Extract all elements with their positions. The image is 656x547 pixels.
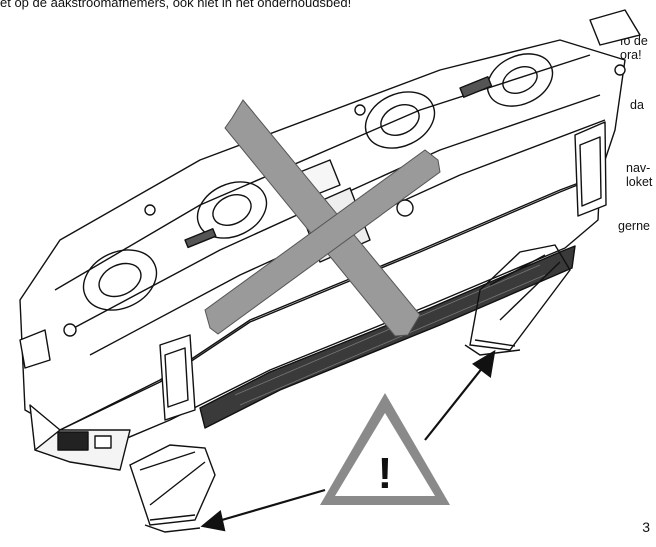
text-fragment-3: nav- loket (626, 161, 652, 189)
exclamation-mark: ! (378, 449, 393, 498)
fragment-line: gerne (618, 219, 650, 233)
text-fragment-4: gerne (618, 219, 650, 233)
fragment-line: ora! (620, 48, 642, 62)
page-number: 3 (642, 519, 650, 535)
warning-triangle-icon: ! (320, 393, 450, 505)
text-fragment-2: da (630, 98, 644, 112)
pantograph-front (129, 444, 216, 533)
warning-arrows (200, 349, 496, 532)
warning-heading: et op de aakstroomafnemers, ook niet in … (0, 0, 352, 10)
fragment-line: da (630, 98, 644, 112)
do-not-touch-cross (204, 99, 441, 337)
pantograph-rear (464, 244, 571, 356)
fragment-line: nav- (626, 161, 651, 175)
fragment-line: loket (626, 175, 653, 189)
